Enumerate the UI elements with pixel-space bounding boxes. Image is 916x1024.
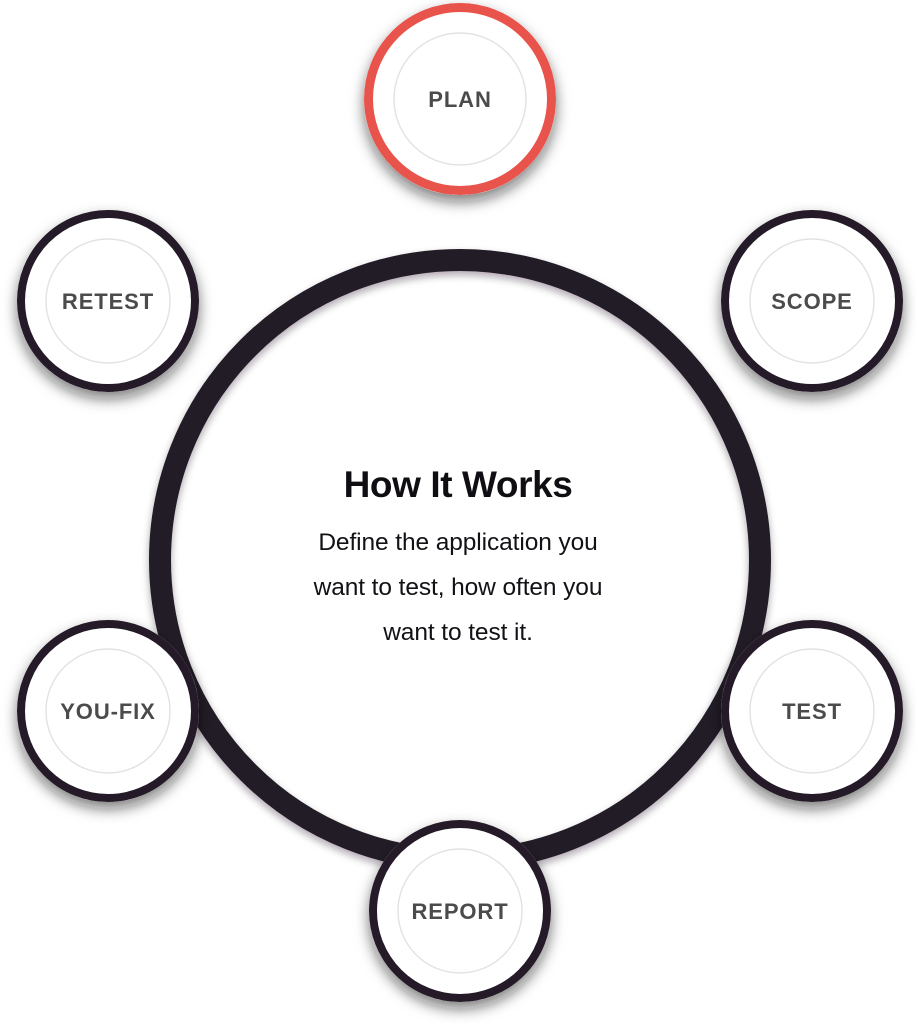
node-group-you-fix[interactable] [17, 620, 199, 802]
node-label-test[interactable]: TEST [782, 699, 842, 724]
plan-node-active-ring [364, 3, 556, 195]
node-group-retest[interactable] [17, 210, 199, 392]
you-fix-inner-hairline-circle [45, 648, 171, 774]
node-group-scope[interactable] [721, 210, 903, 392]
node-label-you-fix[interactable]: YOU-FIX [60, 699, 156, 724]
test-inner-hairline-circle [749, 648, 875, 774]
node-label-retest[interactable]: RETEST [61, 289, 155, 314]
node-group-test[interactable] [721, 620, 903, 802]
cycle-connector-ring [149, 249, 771, 871]
node-label-scope[interactable]: SCOPE [771, 289, 853, 314]
retest-inner-hairline-circle [45, 238, 171, 364]
node-label-report[interactable]: REPORT [411, 899, 509, 924]
node-group-report[interactable] [369, 820, 551, 1002]
node-group-plan[interactable] [364, 3, 556, 195]
report-inner-hairline-circle [397, 848, 523, 974]
node-label-plan[interactable]: PLAN [428, 87, 492, 112]
scope-inner-hairline-circle [749, 238, 875, 364]
plan-inner-hairline-circle [393, 32, 527, 166]
